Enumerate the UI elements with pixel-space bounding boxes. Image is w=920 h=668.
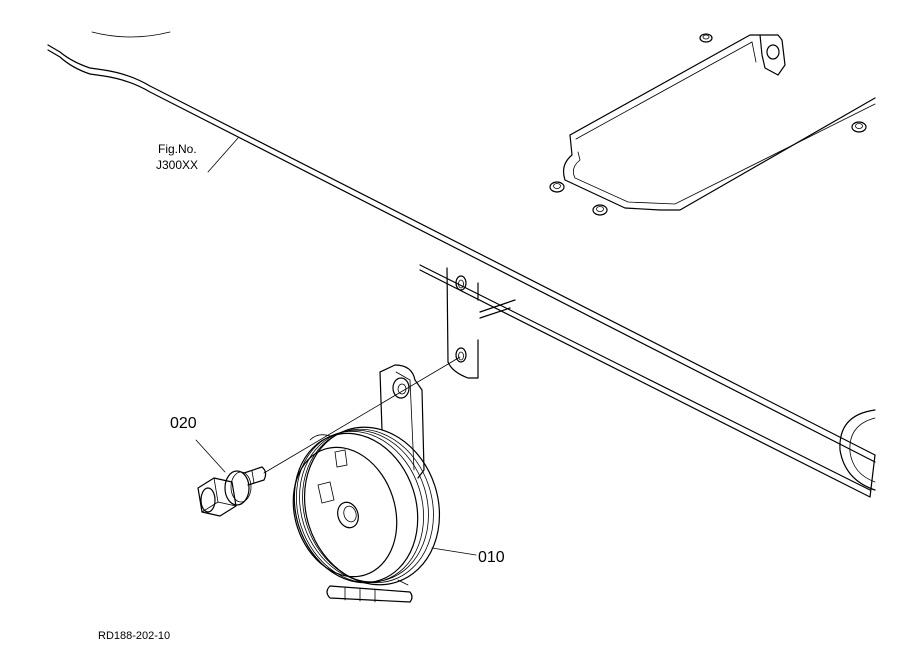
leader-line-bolt xyxy=(195,439,226,473)
drawing-code: RD188-202-10 xyxy=(98,630,170,642)
upper-bracket-plate xyxy=(549,33,876,216)
leader-line-figref xyxy=(207,137,239,173)
frame-plate xyxy=(47,31,876,498)
fig-ref-line2: J300XX xyxy=(156,158,198,172)
bolt-020 xyxy=(197,466,267,517)
horn-010 xyxy=(292,364,441,603)
leader-line-horn xyxy=(431,547,477,556)
fig-ref-line1: Fig.No. xyxy=(158,142,197,156)
callout-bolt-020: 020 xyxy=(170,415,197,432)
assembly-axis-line xyxy=(263,356,461,474)
callout-horn-010: 010 xyxy=(478,549,505,566)
mounting-flange xyxy=(446,267,516,379)
